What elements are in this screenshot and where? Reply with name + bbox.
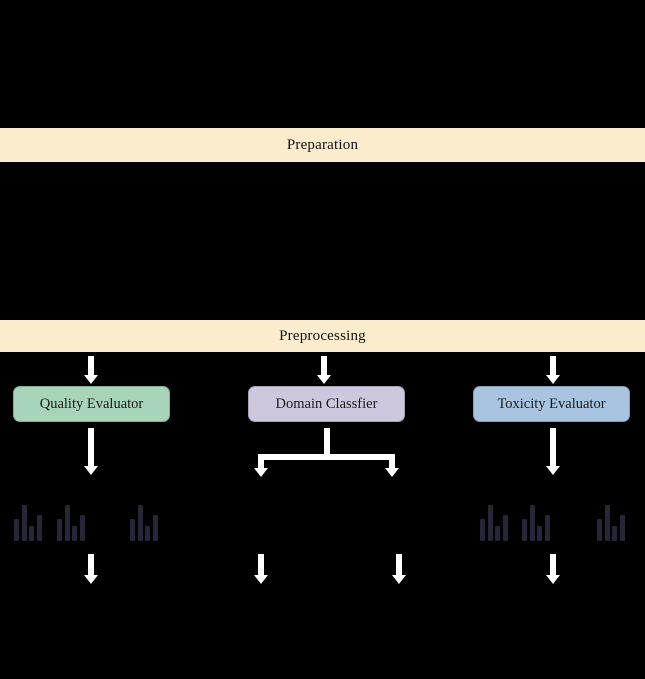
arrow-quality-to-histograms: [83, 428, 99, 476]
module-toxicity-evaluator-label: Toxicity Evaluator: [497, 395, 606, 412]
histogram-bar: [522, 519, 527, 541]
arrow-shaft: [88, 356, 94, 375]
histogram-bar: [480, 519, 485, 541]
arrow-shaft: [88, 428, 94, 466]
histogram-bar: [130, 519, 135, 541]
arrow-quality-histograms-out: [83, 554, 99, 584]
histogram-bar: [79, 515, 85, 541]
histogram-bar: [72, 525, 78, 541]
branch-leg-right: [389, 454, 395, 468]
arrow-head-icon: [385, 468, 399, 477]
arrow-shaft: [396, 554, 402, 575]
module-domain-classifier-label: Domain Classfier: [275, 395, 378, 412]
arrow-head-icon: [254, 575, 268, 584]
histogram-bar: [14, 519, 19, 541]
arrow-head-icon: [84, 375, 98, 384]
stage-banner-preprocessing: Preprocessing: [0, 320, 645, 352]
histogram-bar: [597, 519, 602, 541]
histogram-bar: [529, 505, 535, 541]
histogram-bar: [537, 525, 543, 541]
module-quality-evaluator-label: Quality Evaluator: [39, 395, 144, 412]
arrow-preprocessing-to-domain: [316, 356, 332, 384]
branch-crossbar: [258, 454, 395, 460]
arrow-head-icon: [392, 575, 406, 584]
histogram-bar: [502, 515, 508, 541]
histogram-bar: [64, 505, 70, 541]
branch-connector-domain: [248, 428, 405, 477]
histogram-bar: [544, 515, 550, 541]
arrow-shaft: [258, 554, 264, 575]
histogram-bar: [36, 515, 42, 541]
histogram-icon-quality-3: [130, 505, 158, 541]
arrow-head-icon: [317, 375, 331, 384]
branch-leg-left: [258, 454, 264, 468]
histogram-bar: [487, 505, 493, 541]
arrow-shaft: [550, 554, 556, 575]
histogram-bar: [619, 515, 625, 541]
histogram-bar: [604, 505, 610, 541]
histogram-bar: [137, 505, 143, 541]
histogram-bar: [29, 525, 35, 541]
histogram-icon-quality-1: [14, 505, 42, 541]
arrow-preprocessing-to-toxicity: [545, 356, 561, 384]
arrow-toxicity-histograms-out: [545, 554, 561, 584]
arrow-head-icon: [84, 575, 98, 584]
arrow-head-icon: [546, 466, 560, 475]
histogram-bar: [21, 505, 27, 541]
branch-stem: [323, 428, 330, 454]
histogram-bar: [495, 525, 501, 541]
histogram-icon-quality-2: [57, 505, 85, 541]
histogram-icon-toxicity-1: [480, 505, 508, 541]
arrow-head-icon: [254, 468, 268, 477]
arrow-shaft: [550, 428, 556, 466]
arrow-shaft: [321, 356, 327, 375]
module-quality-evaluator[interactable]: Quality Evaluator: [13, 386, 170, 422]
histogram-icon-toxicity-2: [522, 505, 550, 541]
histogram-bar: [612, 525, 618, 541]
histogram-icon-toxicity-3: [597, 505, 625, 541]
stage-banner-preparation: Preparation: [0, 128, 645, 162]
arrow-shaft: [550, 356, 556, 375]
arrow-head-icon: [546, 375, 560, 384]
module-toxicity-evaluator[interactable]: Toxicity Evaluator: [473, 386, 630, 422]
arrow-toxicity-to-histograms: [545, 428, 561, 476]
histogram-bar: [57, 519, 62, 541]
arrow-shaft: [88, 554, 94, 575]
arrow-domain-out-left: [253, 554, 269, 584]
module-domain-classifier[interactable]: Domain Classfier: [248, 386, 405, 422]
histogram-bar: [145, 525, 151, 541]
arrow-preprocessing-to-quality: [83, 356, 99, 384]
arrow-head-icon: [546, 575, 560, 584]
arrow-head-icon: [84, 466, 98, 475]
arrow-domain-out-right: [391, 554, 407, 584]
stage-banner-preparation-label: Preparation: [286, 136, 359, 153]
histogram-bar: [152, 515, 158, 541]
stage-banner-preprocessing-label: Preprocessing: [279, 327, 366, 344]
